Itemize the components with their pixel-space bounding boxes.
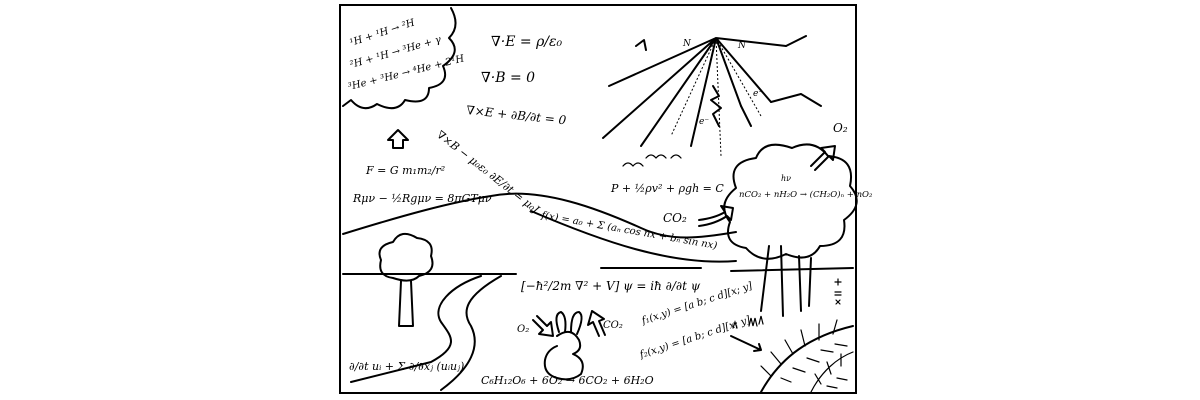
birds-icon (622, 154, 682, 167)
schrodinger-eq: [−ħ²/2m ∇² + V] ψ = iħ ∂/∂t ψ (521, 279, 701, 293)
co2-arrow-icon (698, 205, 734, 227)
tree-trunk (760, 245, 812, 317)
maxwell-gauss-e: ∇·E = ρ/ε₀ (491, 34, 563, 50)
lightning-e1: e⁻ (699, 117, 709, 127)
photosynthesis-hv: hν (781, 174, 791, 183)
newton-gravity: F = G m₁m₂/r² (365, 164, 445, 177)
lightning-n2: N (737, 41, 747, 51)
sun-outline (342, 7, 457, 110)
down-arrow-icon (532, 315, 554, 337)
small-tree (378, 232, 434, 327)
illustration-frame: ¹H + ¹H → ²H ²H + ¹H → ³He + γ ³He + ³He… (339, 4, 873, 394)
fern-plant (760, 319, 854, 393)
winding-path (350, 275, 502, 391)
science-landscape-drawing: ¹H + ¹H → ²H ²H + ¹H → ³He + γ ³He + ³He… (342, 7, 873, 393)
ground-line (342, 267, 854, 275)
hill-line-lower (530, 210, 737, 263)
maxwell-gauss-b: ∇·B = 0 (481, 70, 535, 86)
photosynthesis-eq: nCO₂ + nH₂O → (CH₂O)ₙ + nO₂ (739, 189, 873, 200)
rabbit-co2-label: CO₂ (603, 320, 623, 331)
einstein-field-eq: Rμν − ½Rgμν = 8πGTμν (352, 192, 492, 205)
grass (732, 315, 764, 329)
bernoulli-eq: P + ½ρv² + ρgh = C (610, 182, 724, 195)
lightning-e2: e⁻ (753, 89, 763, 99)
lightning-n1: N (682, 39, 692, 49)
up-arrow-icon-2 (587, 310, 606, 337)
tree-co2-label: CO₂ (663, 211, 687, 225)
up-arrow-icon (387, 129, 409, 149)
maxwell-faraday: ∇×E + ∂B/∂t = 0 (466, 103, 568, 127)
hill-line-upper (342, 192, 737, 239)
lightning-storm: N N e⁻ e⁻ (602, 35, 822, 157)
respiration-eq: C₆H₁₂O₆ + 6O₂ → 6CO₂ + 6H₂O (481, 374, 654, 387)
tree-o2-label: O₂ (833, 121, 848, 135)
fourier-series: f(x) = a₀ + Σ (aₙ cos nx + bₙ sin nx) (539, 210, 718, 252)
o2-arrow-icon (810, 145, 836, 171)
artist-signature-stamp (834, 278, 842, 305)
transport-eq: ∂/∂t uᵢ + Σ ∂/∂xⱼ (uᵢuⱼ) (349, 360, 464, 373)
rabbit-o2-label: O₂ (517, 324, 529, 335)
right-arrow-icon (730, 335, 762, 352)
tree-canopy (723, 143, 858, 260)
rabbit: O₂ CO₂ (517, 310, 623, 381)
